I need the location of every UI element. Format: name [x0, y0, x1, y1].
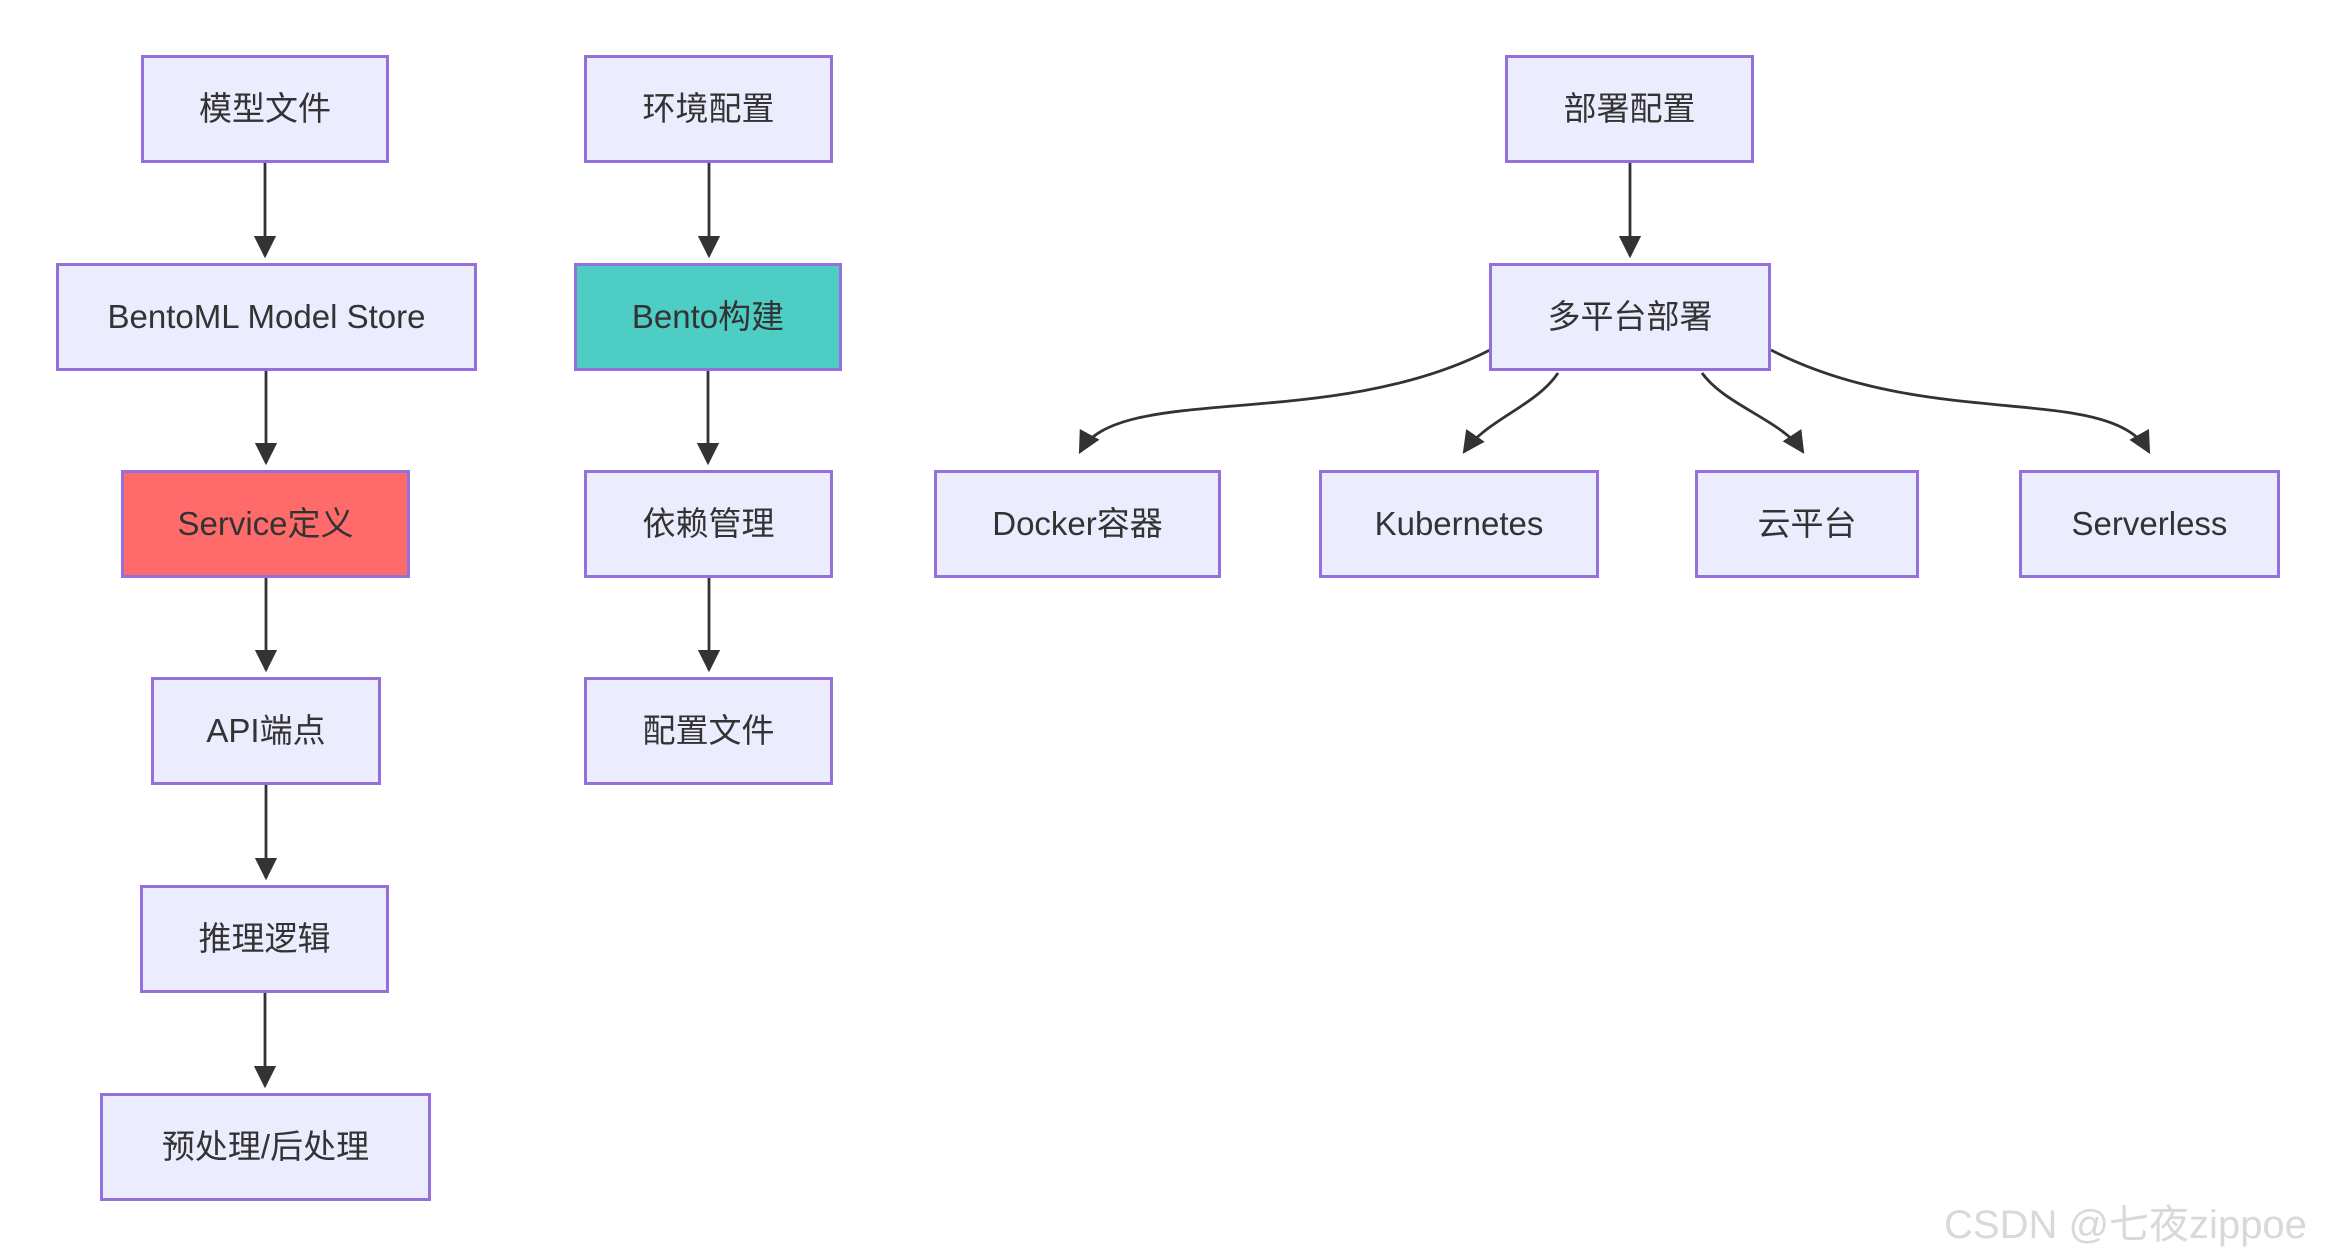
node-cloud-platform: 云平台	[1695, 470, 1919, 578]
node-model-files-label: 模型文件	[199, 90, 331, 128]
node-config-file-label: 配置文件	[642, 712, 775, 750]
node-deploy-config-label: 部署配置	[1563, 90, 1696, 128]
node-kubernetes: Kubernetes	[1319, 470, 1599, 578]
node-config-file: 配置文件	[584, 677, 833, 785]
node-dependency-management: 依赖管理	[584, 470, 833, 578]
node-docker-container-label: Docker容器	[992, 505, 1163, 543]
node-serverless: Serverless	[2019, 470, 2280, 578]
edge-multi-platform-to-serverless	[1770, 348, 2151, 454]
node-bento-build-label: Bento构建	[631, 298, 785, 336]
node-dependency-management-label: 依赖管理	[642, 505, 775, 543]
node-multi-platform-deploy-label: 多平台部署	[1547, 298, 1713, 336]
node-bento-build: Bento构建	[574, 263, 842, 371]
node-serverless-label: Serverless	[2071, 505, 2228, 543]
node-service-definition-label: Service定义	[177, 505, 354, 543]
node-service-definition: Service定义	[121, 470, 410, 578]
node-pre-post-processing: 预处理/后处理	[100, 1093, 431, 1201]
node-multi-platform-deploy: 多平台部署	[1489, 263, 1771, 371]
node-env-config-label: 环境配置	[642, 90, 775, 128]
node-inference-logic: 推理逻辑	[140, 885, 389, 993]
node-deploy-config: 部署配置	[1505, 55, 1754, 163]
node-kubernetes-label: Kubernetes	[1374, 505, 1544, 543]
edge-multi-platform-to-docker	[1078, 348, 1491, 454]
edge-multi-platform-to-cloud-platform	[1700, 372, 1805, 454]
node-docker-container: Docker容器	[934, 470, 1221, 578]
node-env-config: 环境配置	[584, 55, 833, 163]
node-bentoml-model-store: BentoML Model Store	[56, 263, 477, 371]
edge-multi-platform-to-kubernetes	[1462, 372, 1560, 454]
node-model-files: 模型文件	[141, 55, 389, 163]
node-pre-post-processing-label: 预处理/后处理	[161, 1128, 370, 1166]
node-api-endpoints-label: API端点	[206, 712, 326, 750]
node-cloud-platform-label: 云平台	[1757, 505, 1857, 543]
node-api-endpoints: API端点	[151, 677, 381, 785]
node-inference-logic-label: 推理逻辑	[198, 920, 331, 958]
node-bentoml-model-store-label: BentoML Model Store	[107, 298, 426, 336]
csdn-watermark: CSDN @七夜zippoe	[1944, 1203, 2307, 1247]
